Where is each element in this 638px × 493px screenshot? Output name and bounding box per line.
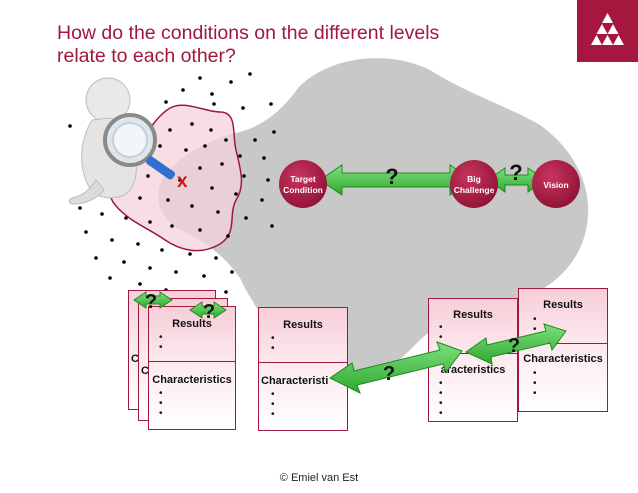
card-stack-front: Results •• Characteristics ••• (148, 306, 236, 430)
target-condition-label-1: Target (290, 174, 316, 184)
target-condition-label-2: Condition (283, 185, 323, 195)
card-fragment-c: C (131, 353, 139, 365)
card-right-2: Results •• Characteristics ••• (518, 288, 608, 412)
big-challenge-circle (450, 160, 498, 208)
card-results-bullets: •• (533, 314, 537, 335)
card-results-bullets: •• (159, 332, 163, 353)
card-divider (429, 353, 517, 354)
red-x-marker: x (177, 171, 188, 192)
card-characteristics-heading: Characteristics (523, 353, 603, 365)
big-challenge-label-1: Big (467, 174, 481, 184)
big-challenge-label-2: Challenge (454, 185, 495, 195)
card-fragment-c-2: C (141, 365, 149, 377)
card-results-heading: Results (543, 299, 583, 311)
card-right-1: Results •• aracteristics •••• (428, 298, 518, 422)
card-middle: Results •• Characteristi ••• (258, 307, 348, 431)
card-results-heading: Results (172, 318, 212, 330)
card-divider (149, 361, 235, 362)
card-characteristics-bullets: •••• (439, 378, 443, 419)
card-divider (259, 362, 347, 363)
copyright-footer: © Emiel van Est (279, 472, 359, 484)
card-results-bullets: •• (439, 322, 443, 343)
card-characteristics-bullets: ••• (271, 389, 275, 420)
card-results-bullets: •• (271, 333, 275, 354)
vision-label: Vision (543, 180, 568, 190)
target-condition-circle (279, 160, 327, 208)
vision-circle (532, 160, 580, 208)
card-characteristics-heading: Characteristi (261, 375, 329, 387)
slide-title: How do the conditions on the different l… (57, 22, 440, 67)
figure-with-magnifier (68, 77, 176, 205)
card-characteristics-bullets: ••• (533, 368, 537, 399)
card-characteristics-heading: Characteristics (152, 374, 232, 386)
card-characteristics-bullets: ••• (159, 388, 163, 419)
question-mark-top-2: ? (509, 160, 522, 185)
logo (577, 0, 638, 62)
card-characteristics-heading: aracteristics (440, 364, 506, 376)
card-divider (519, 343, 607, 344)
triangle-logo-icon (591, 13, 624, 45)
card-results-heading: Results (453, 309, 493, 321)
card-results-heading: Results (283, 319, 323, 331)
question-mark-top-1: ? (385, 164, 398, 189)
